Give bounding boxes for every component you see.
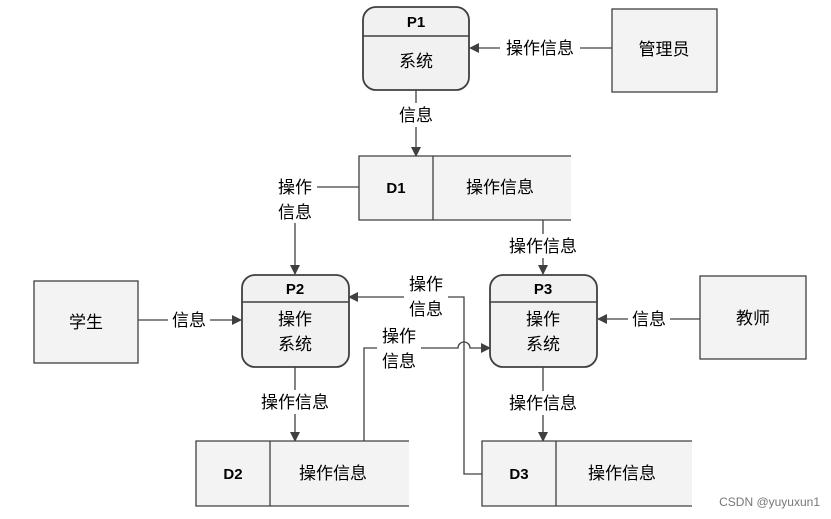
entity-teacher: 教师 [699, 275, 807, 360]
flow-label-p1-to-d1: 信息 [396, 103, 436, 127]
flow-label-p3-to-p2: 操作 信息 [404, 272, 448, 320]
svg-text:信息: 信息 [172, 311, 206, 331]
store-d3-id: D3 [509, 466, 528, 483]
svg-text:信息: 信息 [632, 310, 666, 330]
process-p3-id: P3 [534, 281, 552, 298]
svg-text:操作: 操作 [278, 178, 312, 198]
svg-text:操作信息: 操作信息 [261, 393, 329, 413]
process-p3-name-line1: 操作 [526, 310, 560, 330]
svg-text:操作: 操作 [409, 275, 443, 295]
entity-admin-label: 管理员 [639, 40, 690, 60]
svg-text:信息: 信息 [382, 352, 416, 372]
entity-student-label: 学生 [69, 313, 103, 333]
flow-label-student-to-p2: 信息 [168, 308, 210, 332]
store-d2-name: 操作信息 [299, 464, 367, 484]
process-p2: P2 操作 系统 [241, 274, 350, 368]
entity-admin: 管理员 [611, 8, 718, 93]
process-p2-name-line1: 操作 [278, 310, 312, 330]
store-d1: D1 操作信息 [358, 155, 571, 221]
store-d1-name: 操作信息 [466, 178, 534, 198]
store-d2-id: D2 [223, 466, 242, 483]
process-p1-name: 系统 [399, 52, 433, 72]
store-d3: D3 操作信息 [481, 440, 692, 507]
store-d3-name: 操作信息 [588, 464, 656, 484]
process-p2-name-line2: 系统 [278, 335, 312, 355]
process-p1-id: P1 [407, 14, 425, 31]
flow-label-d1-to-p2: 操作 信息 [273, 175, 317, 223]
svg-text:操作信息: 操作信息 [506, 39, 574, 59]
flow-label-teacher-to-p3: 信息 [628, 307, 670, 331]
store-d2: D2 操作信息 [195, 440, 409, 507]
process-p2-id: P2 [286, 281, 304, 298]
entity-student: 学生 [33, 280, 139, 364]
flow-label-d1-to-p3: 操作信息 [503, 234, 583, 258]
flow-label-admin-to-p1: 操作信息 [500, 36, 580, 60]
process-p1: P1 系统 [362, 6, 470, 91]
flow-label-p3-to-d3: 操作信息 [503, 391, 583, 415]
watermark: CSDN @yuyuxun1 [719, 495, 820, 509]
svg-text:操作信息: 操作信息 [509, 394, 577, 414]
svg-text:信息: 信息 [278, 203, 312, 223]
process-p3-name-line2: 系统 [526, 335, 560, 355]
process-p3: P3 操作 系统 [489, 274, 598, 368]
svg-text:操作信息: 操作信息 [509, 237, 577, 257]
svg-text:操作: 操作 [382, 327, 416, 347]
entity-teacher-label: 教师 [736, 309, 770, 329]
flow-label-d2-to-p3: 操作 信息 [377, 324, 421, 372]
svg-text:信息: 信息 [399, 106, 433, 126]
flow-d2-to-p3 [363, 341, 491, 441]
svg-text:信息: 信息 [409, 300, 443, 320]
flow-label-p2-to-d2: 操作信息 [255, 390, 335, 414]
store-d1-id: D1 [386, 180, 405, 197]
